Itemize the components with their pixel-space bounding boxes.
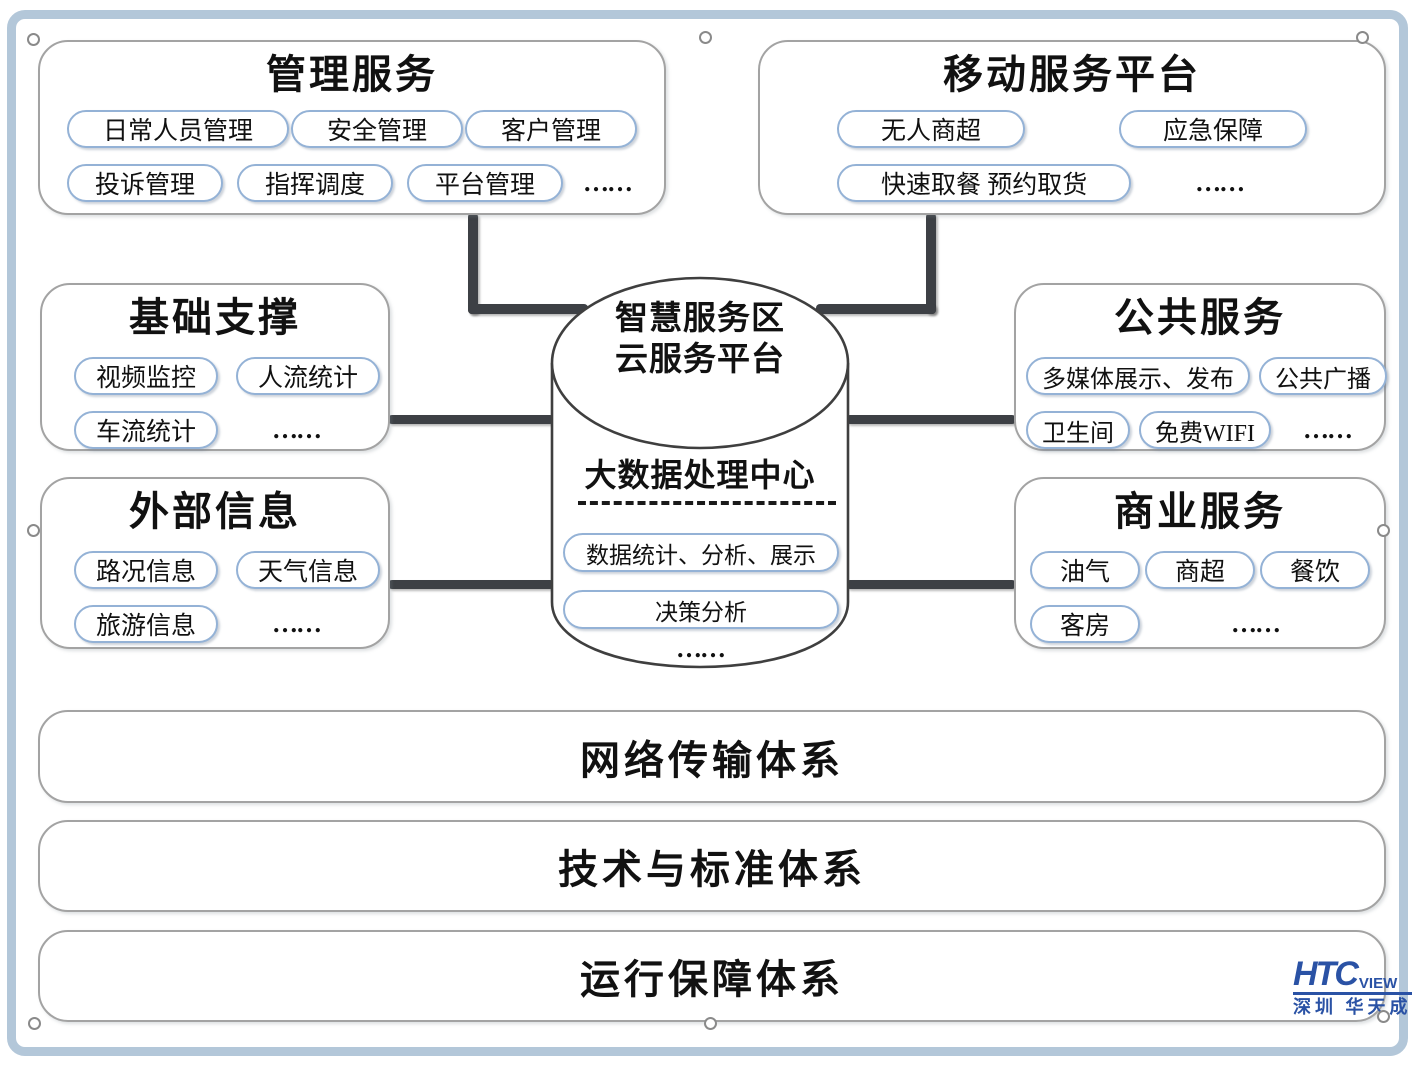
ellipsis-more: …… xyxy=(1302,415,1353,444)
connector-mobile-horizontal xyxy=(816,304,936,314)
ellipsis-more: …… xyxy=(272,415,322,444)
pill: 路况信息 xyxy=(74,551,219,589)
selection-handle-top-right[interactable] xyxy=(1356,31,1369,44)
connector-external-information xyxy=(388,580,554,589)
pill-row: 投诉管理指挥调度平台管理 …… xyxy=(40,164,664,202)
pill-row: 油气商超餐饮 xyxy=(1016,551,1384,589)
logo-caption: 深圳 华天成 xyxy=(1293,997,1412,1017)
logo-text-htc: HTC xyxy=(1293,955,1359,993)
pill: 公共广播 xyxy=(1259,357,1387,395)
pill: 安全管理 xyxy=(290,110,463,148)
pill-decision-analysis: 决策分析 xyxy=(563,590,839,629)
box-title: 基础支撑 xyxy=(129,295,301,340)
pill: 免费WIFI xyxy=(1139,411,1271,449)
ellipsis-more: …… xyxy=(272,609,322,638)
box-public-services: 公共服务 多媒体展示、发布公共广播卫生间免费WIFI …… xyxy=(1014,283,1387,451)
bar-operation-support-system: 运行保障体系 xyxy=(38,930,1386,1022)
pill: 无人商超 xyxy=(837,110,1026,148)
dashed-divider xyxy=(578,501,836,505)
pill-row: 视频监控人流统计 xyxy=(42,357,388,395)
pill-row: 旅游信息 …… xyxy=(42,605,388,643)
selection-handle-top-left[interactable] xyxy=(27,33,40,46)
cylinder-ellipsis-more: …… xyxy=(676,634,726,663)
ellipsis-more: …… xyxy=(1231,609,1281,638)
pill: 卫生间 xyxy=(1026,411,1130,449)
box-business-services: 商业服务 油气商超餐饮客房 …… xyxy=(1014,477,1386,649)
bar-network-transmission-system: 网络传输体系 xyxy=(38,710,1386,803)
pill-row: 日常人员管理安全管理客户管理 xyxy=(40,110,664,148)
selection-handle-bottom-right[interactable] xyxy=(1377,1010,1390,1023)
pill: 平台管理 xyxy=(407,164,564,202)
selection-handle-top-center[interactable] xyxy=(699,31,712,44)
selection-handle-bottom-center[interactable] xyxy=(704,1017,717,1030)
pill: 快速取餐 预约取货 xyxy=(837,164,1132,202)
ellipsis-more: …… xyxy=(1195,168,1245,197)
pill: 日常人员管理 xyxy=(67,110,290,148)
cylinder-title-line1: 智慧服务区 xyxy=(615,301,785,337)
connector-business-services xyxy=(846,580,1016,589)
outer-frame xyxy=(7,10,1408,1056)
pill-rows: 多媒体展示、发布公共广播卫生间免费WIFI …… xyxy=(1016,357,1387,449)
box-title: 移动服务平台 xyxy=(943,52,1201,97)
big-data-center-label: 大数据处理中心 xyxy=(584,457,816,493)
ellipsis-more: …… xyxy=(583,168,633,197)
pill-rows: 日常人员管理安全管理客户管理投诉管理指挥调度平台管理 …… xyxy=(40,110,664,202)
box-mobile-service-platform: 移动服务平台 无人商超 应急保障快速取餐 预约取货 …… xyxy=(758,40,1386,215)
pill-row: 车流统计 …… xyxy=(42,411,388,449)
box-title: 外部信息 xyxy=(129,489,301,534)
connector-management-vertical xyxy=(468,213,478,314)
pill: 投诉管理 xyxy=(67,164,224,202)
pill: 指挥调度 xyxy=(237,164,394,202)
pill: 旅游信息 xyxy=(74,605,219,643)
pill: 应急保障 xyxy=(1118,110,1307,148)
connector-basic-support xyxy=(388,415,554,424)
pill-row: 快速取餐 预约取货 …… xyxy=(760,164,1384,202)
pill-row: 卫生间免费WIFI …… xyxy=(1016,411,1384,449)
pill-row: 多媒体展示、发布公共广播 xyxy=(1016,357,1387,395)
box-title: 管理服务 xyxy=(266,52,438,97)
pill: 多媒体展示、发布 xyxy=(1026,357,1250,395)
pill-row: 客房 …… xyxy=(1016,605,1384,643)
box-basic-support: 基础支撑 视频监控人流统计车流统计…… xyxy=(40,283,390,451)
cylinder-title-line2: 云服务平台 xyxy=(615,342,785,378)
box-title: 商业服务 xyxy=(1114,489,1286,534)
pill: 视频监控 xyxy=(74,357,219,395)
box-external-information: 外部信息 路况信息天气信息旅游信息…… xyxy=(40,477,390,649)
pill-rows: 视频监控人流统计车流统计…… xyxy=(42,357,388,449)
pill: 餐饮 xyxy=(1259,551,1370,589)
box-title: 公共服务 xyxy=(1114,295,1286,340)
pill-data-statistics: 数据统计、分析、展示 xyxy=(563,533,839,572)
selection-handle-bottom-left[interactable] xyxy=(28,1017,41,1030)
cylinder-top-ellipse xyxy=(550,276,850,450)
pill: 客房 xyxy=(1030,605,1141,643)
pill-row: 无人商超 应急保障 xyxy=(760,110,1384,148)
pill: 天气信息 xyxy=(236,551,381,589)
pill: 车流统计 xyxy=(74,411,219,449)
pill: 客户管理 xyxy=(464,110,637,148)
connector-management-horizontal xyxy=(468,304,588,314)
pill-rows: 油气商超餐饮客房 …… xyxy=(1016,551,1384,643)
pill-row: 路况信息天气信息 xyxy=(42,551,388,589)
connector-mobile-vertical xyxy=(926,213,936,314)
logo-text-view: VIEW xyxy=(1358,975,1398,992)
pill: 人流统计 xyxy=(236,357,381,395)
pill: 商超 xyxy=(1144,551,1255,589)
selection-handle-middle-left[interactable] xyxy=(27,524,40,537)
connector-public-services xyxy=(846,415,1016,424)
pill-rows: 无人商超 应急保障快速取餐 预约取货 …… xyxy=(760,110,1384,202)
box-management-services: 管理服务 日常人员管理安全管理客户管理投诉管理指挥调度平台管理 …… xyxy=(38,40,666,215)
selection-handle-middle-right[interactable] xyxy=(1377,524,1390,537)
bar-technology-standards-system: 技术与标准体系 xyxy=(38,820,1386,912)
pill-rows: 路况信息天气信息旅游信息…… xyxy=(42,551,388,643)
pill: 油气 xyxy=(1030,551,1141,589)
